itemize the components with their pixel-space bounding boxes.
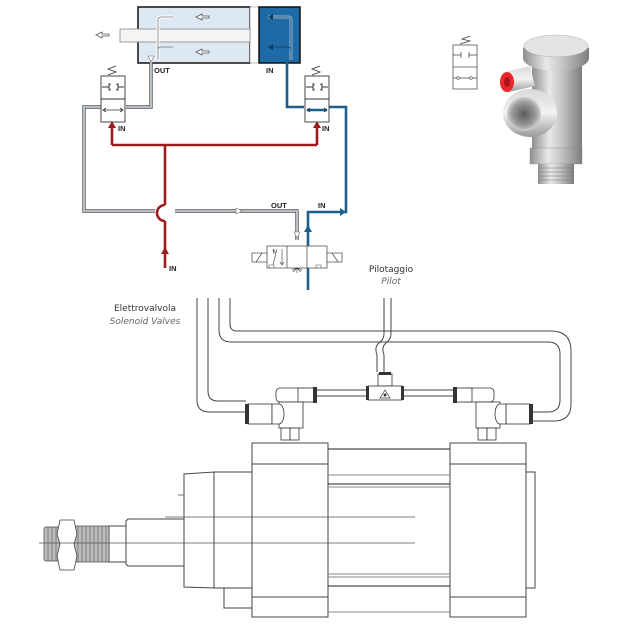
pilot-label-en: Pilot (381, 277, 401, 287)
left-check-valve-symbol: IN (100, 65, 126, 133)
supply-line: IN (108, 121, 321, 273)
exhaust-line (82, 55, 301, 240)
pneumatic-cylinder-drawing (39, 442, 536, 618)
right-check-valve-fitting (453, 387, 533, 441)
left-valve-in-label: IN (118, 124, 126, 133)
threaded-port (507, 97, 541, 131)
solenoid-label-en: Solenoid Valves (110, 317, 181, 327)
cylinder-piston (249, 6, 260, 64)
rod-thread (73, 525, 110, 563)
solenoid-label: Elettrovalvola (114, 304, 176, 314)
pilot-label: Pilotaggio (369, 265, 414, 275)
motion-arrows (95, 13, 210, 56)
cylinder-in-label: IN (266, 66, 274, 75)
line-crossover (155, 203, 166, 223)
spring-actuator-icon (326, 252, 343, 263)
product-symbol (452, 35, 478, 90)
tubing (196, 298, 572, 422)
spring-icon (106, 65, 118, 76)
pressure-flow-arrow (340, 208, 346, 216)
lock-nut (56, 519, 78, 571)
main-directional-valve-symbol: OUT IN (251, 201, 343, 273)
schematic: OUT IN IN (82, 6, 348, 290)
front-end-cap (251, 442, 329, 618)
rear-end-cap (449, 442, 527, 618)
cylinder-symbol: OUT IN (95, 6, 301, 75)
spring-icon (310, 65, 322, 76)
left-check-valve-fitting (245, 387, 317, 441)
pilot-tee-fitting (366, 372, 404, 401)
pilot-tube (317, 389, 456, 397)
piston-rod (119, 28, 251, 43)
main-valve-out-label: OUT (271, 201, 287, 210)
rod-direction-arrow (95, 31, 110, 39)
product-photo (500, 34, 589, 184)
supply-in-label: IN (169, 264, 177, 273)
cylinder-pressure-chamber (258, 6, 301, 64)
exhaust-flow-arrow (235, 207, 243, 215)
rod-bushing (183, 471, 215, 589)
spring-icon (459, 35, 472, 45)
exhaust-icon (291, 267, 303, 273)
assembly-drawing: Elettrovalvola Solenoid Valves Pilotaggi… (39, 265, 572, 618)
right-valve-in-label: IN (322, 124, 330, 133)
main-valve-in-label: IN (318, 201, 326, 210)
cylinder-out-label: OUT (154, 66, 170, 75)
solenoid-actuator-icon (251, 252, 268, 263)
piston-rod-drawing (125, 518, 185, 567)
front-flange (213, 471, 253, 589)
right-check-valve-symbol: IN (304, 65, 330, 133)
pressurized-line (285, 60, 348, 290)
